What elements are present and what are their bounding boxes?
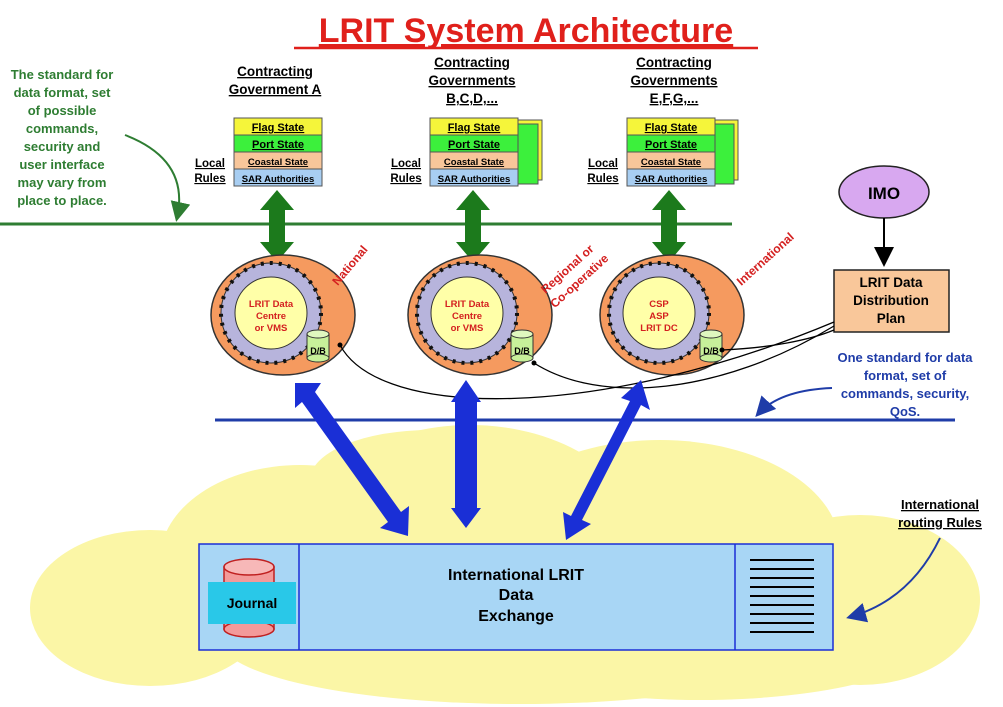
scope-label-national: National: [329, 243, 370, 288]
green-double-arrow: [260, 190, 294, 262]
left-note-line: place to place.: [17, 193, 107, 208]
left-note-line: user interface: [19, 157, 104, 172]
blue-double-arrow: [451, 380, 481, 528]
distribution-plan: LRIT Data Distribution Plan: [833, 269, 950, 333]
right-note-line: format, set of: [864, 368, 947, 383]
left-note-line: The standard for: [11, 67, 114, 82]
government-heading-line: Contracting: [434, 55, 510, 70]
exchange-line: Data: [499, 587, 534, 604]
government-heading-line: Governments: [428, 73, 515, 88]
port-state-label: Port State: [252, 139, 304, 151]
distribution-plan-line: Plan: [877, 311, 906, 326]
connection-dot: [531, 360, 537, 366]
government-heading-line: Contracting: [636, 55, 712, 70]
authority-stack: Flag State Port State Coastal State SAR …: [429, 117, 519, 187]
data-centre-label: Centre: [452, 311, 482, 322]
routing-rules-note: International routing Rules: [898, 497, 982, 530]
data-centre-national: LRIT Data Centre or VMS D/B National: [210, 243, 371, 376]
flag-state-label: Flag State: [252, 122, 305, 134]
government-heading-line: E,F,G,...: [650, 91, 699, 106]
data-centre-international: CSP ASP LRIT DC D/B International: [599, 230, 797, 376]
exchange-box: International LRIT Data Exchange: [198, 543, 834, 651]
database-icon: [510, 329, 534, 363]
scope-label-international: International: [734, 230, 797, 289]
routing-rules-arrow: [846, 537, 941, 623]
imo-node: IMO: [838, 165, 930, 219]
right-note: One standard for data format, set of com…: [837, 350, 973, 419]
distribution-plan-line: LRIT Data: [859, 275, 922, 290]
government-heading-line: Governments: [630, 73, 717, 88]
local-rules-label: Rules: [587, 173, 618, 185]
routing-table-icon: [750, 559, 814, 633]
blue-double-arrow: [563, 380, 650, 540]
data-centre-label: or VMS: [255, 323, 288, 334]
data-centre-regional: LRIT Data Centre or VMS D/B Regional or …: [407, 242, 611, 376]
distribution-plan-line: Distribution: [853, 293, 929, 308]
left-note-line: may vary from: [18, 175, 107, 190]
data-centre-label: Centre: [256, 311, 286, 322]
database-icon: [699, 329, 723, 363]
db-label: D/B: [703, 346, 719, 356]
right-note-line: One standard for data: [837, 350, 973, 365]
blue-double-arrow: [295, 383, 409, 536]
database-icon: [306, 329, 330, 363]
imo-label: IMO: [868, 184, 900, 203]
right-note-arrow: [755, 387, 833, 417]
journal-label: Journal: [227, 595, 278, 611]
right-note-line: commands, security,: [841, 386, 969, 401]
local-rules-label: Rules: [194, 173, 225, 185]
exchange-line: International LRIT: [448, 567, 584, 584]
coastal-state-label: Coastal State: [248, 157, 308, 168]
connection-dot: [337, 342, 343, 348]
data-centre-label: LRIT DC: [640, 323, 678, 334]
data-centre-label: ASP: [649, 311, 669, 322]
port-state-label: Port State: [448, 139, 500, 151]
green-double-arrow: [652, 190, 686, 262]
local-rules-label: Rules: [390, 173, 421, 185]
distribution-lines: [339, 321, 835, 400]
port-state-label: Port State: [645, 139, 697, 151]
left-note-line: commands,: [26, 121, 98, 136]
governments-efg: Contracting Governments E,F,G,... Local …: [587, 55, 739, 187]
government-a: Contracting Government A Local Rules Fla…: [194, 64, 323, 187]
db-label: D/B: [514, 346, 530, 356]
routing-rules-line: routing Rules: [898, 515, 982, 530]
left-note-arrow: [124, 134, 191, 222]
sar-authorities-label: SAR Authorities: [438, 174, 510, 185]
left-note-line: security and: [24, 139, 101, 154]
right-note-line: QoS.: [890, 404, 920, 419]
government-heading-line: B,C,D,...: [446, 91, 498, 106]
sar-authorities-label: SAR Authorities: [635, 174, 707, 185]
left-note-line: data format, set: [14, 85, 111, 100]
government-heading-line: Government A: [229, 82, 322, 97]
green-double-arrow: [456, 190, 490, 262]
local-rules-label: Local: [391, 158, 421, 170]
sar-authorities-label: SAR Authorities: [242, 174, 314, 185]
journal-database-icon: [208, 558, 296, 638]
flag-state-label: Flag State: [448, 122, 501, 134]
left-note-line: of possible: [28, 103, 97, 118]
connection-dot: [719, 347, 725, 353]
data-centre-label: LRIT Data: [249, 299, 294, 310]
exchange-line: Exchange: [478, 608, 554, 625]
db-label: D/B: [310, 346, 326, 356]
routing-rules-line: International: [901, 497, 979, 512]
authority-stack: Flag State Port State Coastal State SAR …: [233, 117, 323, 187]
left-note: The standard for data format, set of pos…: [11, 67, 114, 208]
flag-state-label: Flag State: [645, 122, 698, 134]
government-heading-line: Contracting: [237, 64, 313, 79]
authority-stack: Flag State Port State Coastal State SAR …: [626, 117, 716, 187]
local-rules-label: Local: [588, 158, 618, 170]
diagram-title: LRIT System Architecture: [319, 12, 733, 50]
coastal-state-label: Coastal State: [444, 157, 504, 168]
local-rules-label: Local: [195, 158, 225, 170]
data-centre-label: CSP: [649, 299, 669, 310]
data-centre-label: LRIT Data: [445, 299, 490, 310]
data-centre-label: or VMS: [451, 323, 484, 334]
coastal-state-label: Coastal State: [641, 157, 701, 168]
governments-bcd: Contracting Governments B,C,D,... Local …: [390, 55, 543, 187]
